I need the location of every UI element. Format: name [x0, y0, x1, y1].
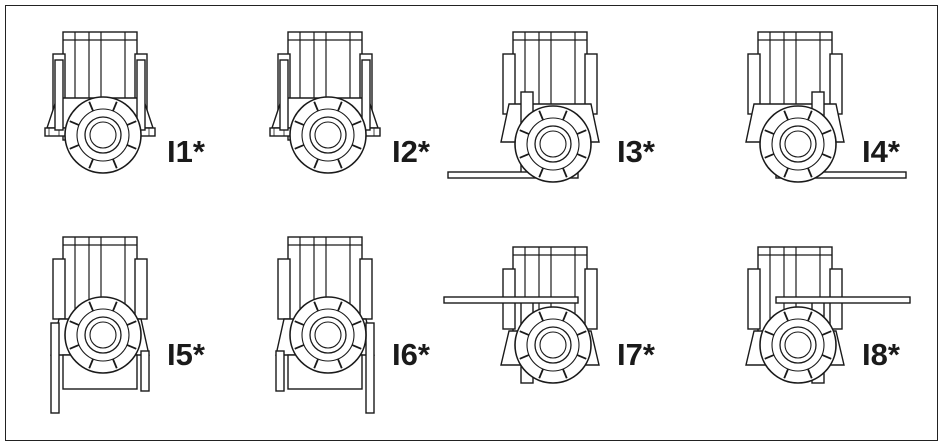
mounting-position-1: I1* — [44, 31, 206, 174]
output-wheel — [64, 296, 142, 374]
position-label: I7* — [617, 337, 656, 372]
position-label: I6* — [392, 337, 431, 372]
output-wheel — [289, 96, 367, 174]
position-label: I1* — [167, 134, 206, 169]
position-label: I2* — [392, 134, 431, 169]
output-wheel — [759, 306, 837, 384]
output-wheel — [64, 96, 142, 174]
mounting-position-5: I5* — [50, 236, 206, 414]
output-wheel — [514, 105, 592, 183]
output-wheel — [289, 296, 367, 374]
mounting-position-4: I4* — [745, 31, 907, 183]
mounting-position-8: I8* — [745, 246, 911, 384]
position-label: I5* — [167, 337, 206, 372]
position-label: I4* — [862, 134, 901, 169]
mounting-position-2: I2* — [269, 31, 431, 174]
position-label: I3* — [617, 134, 656, 169]
position-label: I8* — [862, 337, 901, 372]
mounting-position-3: I3* — [447, 31, 656, 183]
mounting-position-6: I6* — [275, 236, 431, 414]
mounting-position-7: I7* — [443, 246, 656, 384]
output-wheel — [514, 306, 592, 384]
output-wheel — [759, 105, 837, 183]
